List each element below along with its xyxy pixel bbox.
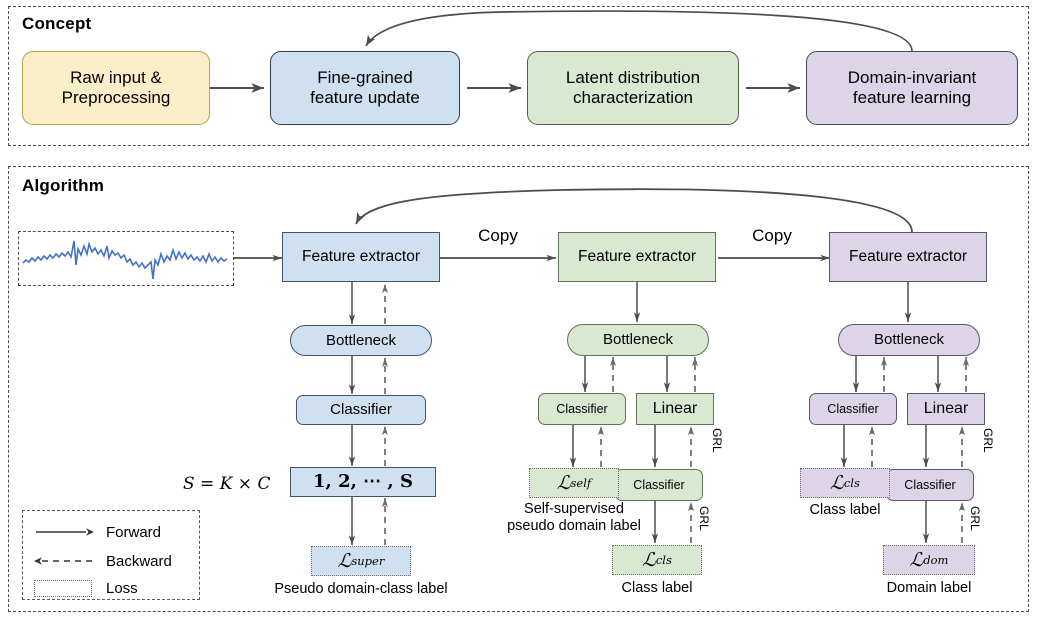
copy-label-1: Copy [478, 226, 518, 245]
loss-subscript: dom [923, 553, 949, 567]
legend-item-forward: Forward [34, 521, 194, 543]
stage2-linear[interactable]: Linear [636, 393, 714, 425]
stage2-grl-lower: GRL [697, 506, 711, 531]
legend-item-loss: Loss [34, 577, 194, 599]
stage1-formula: S = K × C [183, 474, 271, 494]
stage2-feature-extractor[interactable]: Feature extractor [558, 232, 716, 282]
stage2-loss-self-caption: Self-supervised pseudo domain label [507, 501, 641, 535]
loss-swatch-icon [34, 579, 92, 597]
algorithm-panel [8, 166, 1029, 612]
concept-stage-latent-distribution[interactable]: Latent distribution characterization [527, 51, 739, 125]
legend-label-loss: Loss [106, 579, 138, 597]
stage3-bottleneck[interactable]: Bottleneck [838, 324, 980, 356]
loss-subscript: self [570, 476, 592, 490]
stage1-classifier[interactable]: Classifier [296, 395, 426, 425]
loss-subscript: cls [843, 476, 860, 490]
stage3-loss-dom-caption: Domain label [886, 580, 972, 596]
stage1-feature-extractor[interactable]: Feature extractor [282, 232, 440, 282]
stage3-grl-lower: GRL [968, 506, 982, 531]
stage2-bottleneck[interactable]: Bottleneck [567, 324, 709, 356]
forward-arrow-icon [36, 528, 94, 536]
stage2-grl-upper: GRL [710, 428, 724, 453]
stage3-loss-cls-caption: Class label [809, 502, 881, 518]
stage3-linear[interactable]: Linear [907, 393, 985, 425]
loss-subscript: cls [655, 553, 672, 567]
loss-symbol: ℒ [642, 549, 656, 571]
raw-signal-box [18, 231, 234, 286]
loss-symbol: ℒ [556, 472, 571, 494]
stage3-classifier-right[interactable]: Classifier [886, 469, 974, 501]
algorithm-panel-title: Algorithm [22, 176, 105, 195]
concept-panel [8, 6, 1029, 146]
stage1-bottleneck[interactable]: Bottleneck [290, 325, 432, 356]
stage2-classifier-left[interactable]: Classifier [538, 393, 626, 425]
legend-item-backward: Backward [34, 550, 194, 572]
stage3-grl-upper: GRL [981, 428, 995, 453]
concept-stage-raw-input[interactable]: Raw input & Preprocessing [22, 51, 210, 125]
legend-label-forward: Forward [106, 523, 162, 541]
loss-symbol: ℒ [830, 472, 844, 494]
raw-signal-waveform [22, 240, 228, 280]
copy-label-2: Copy [752, 226, 792, 245]
stage1-loss-caption: Pseudo domain-class label [274, 581, 448, 597]
backward-arrow-icon [34, 557, 92, 565]
loss-symbol: ℒ [909, 549, 924, 571]
stage3-classifier-left[interactable]: Classifier [809, 393, 897, 425]
concept-stage-fine-grained[interactable]: Fine-grained feature update [270, 51, 460, 125]
stage2-classifier-right[interactable]: Classifier [615, 469, 703, 501]
loss-subscript: super [351, 554, 385, 568]
concept-panel-title: Concept [22, 14, 92, 33]
loss-symbol: ℒ [337, 550, 352, 572]
stage2-loss-cls-caption: Class label [621, 580, 693, 596]
stage1-output-box[interactable]: 1, 2, ⋯ , S [290, 467, 436, 497]
legend-label-backward: Backward [106, 552, 172, 570]
concept-stage-domain-invariant[interactable]: Domain-invariant feature learning [806, 51, 1018, 125]
stage3-feature-extractor[interactable]: Feature extractor [829, 232, 987, 282]
